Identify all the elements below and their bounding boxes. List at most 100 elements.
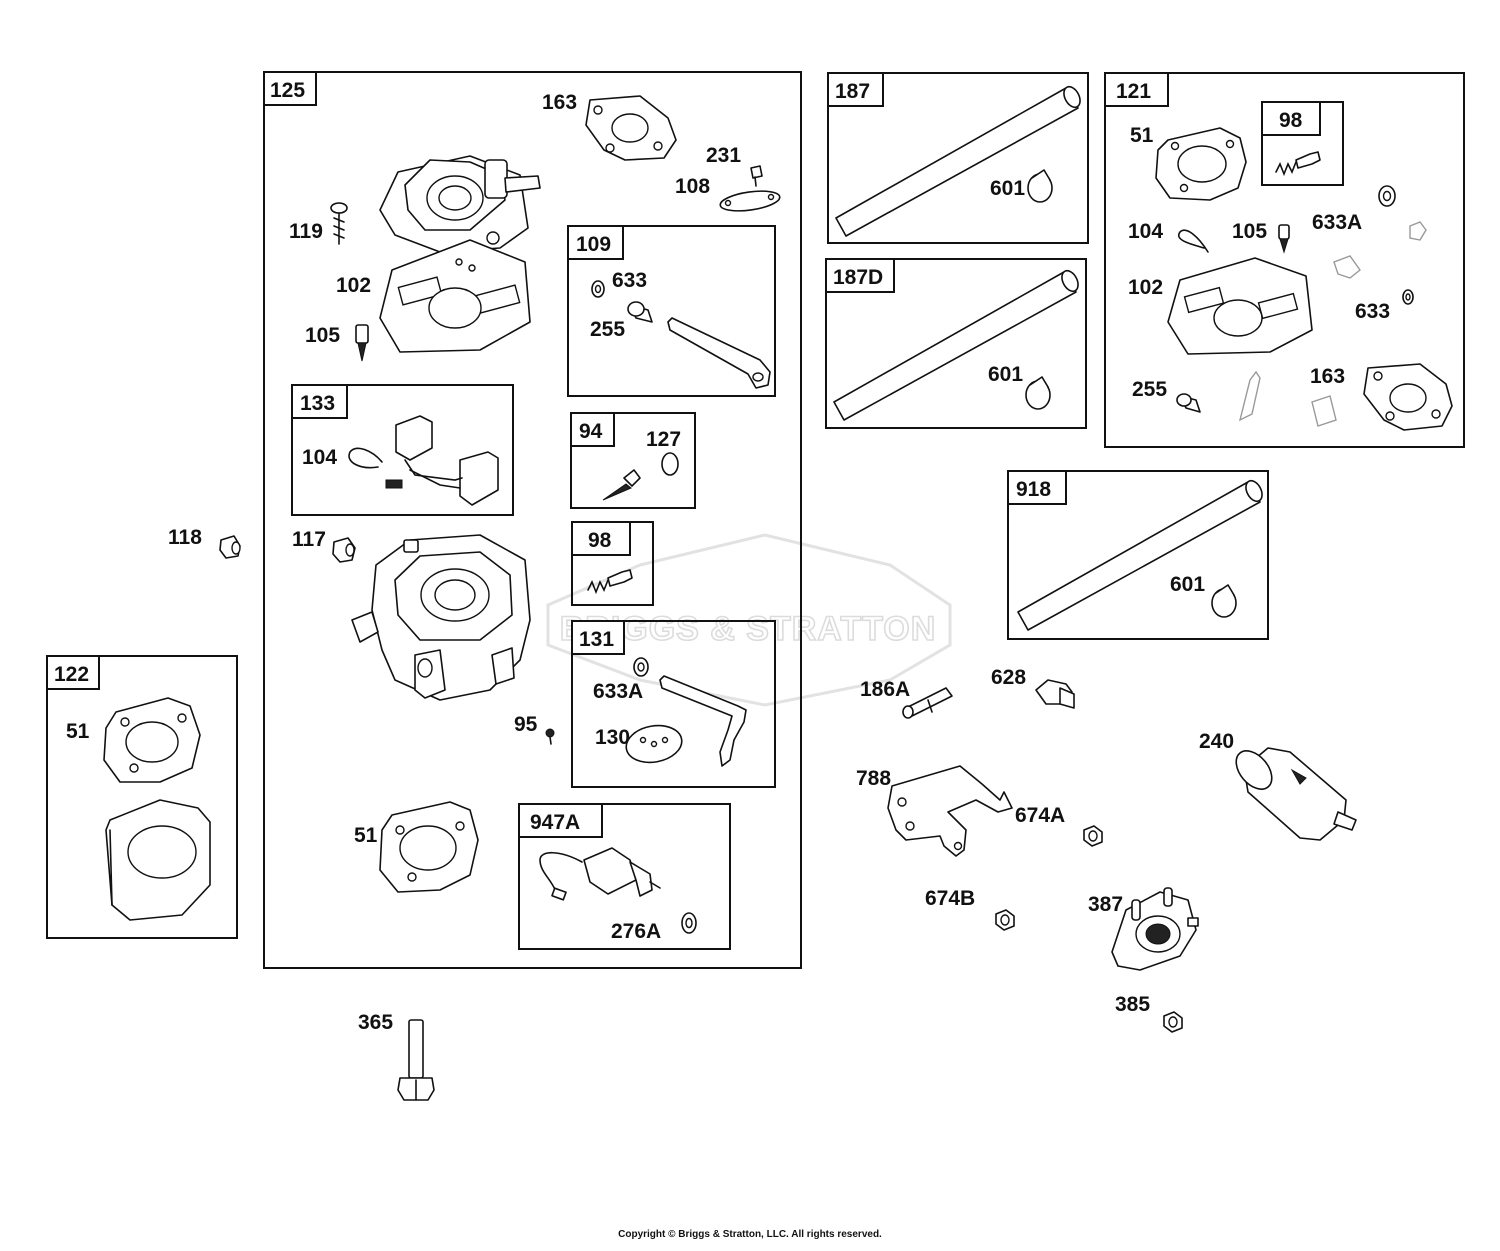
part-365-bolt[interactable] bbox=[397, 1019, 435, 1101]
part-51-gasket-kit121[interactable] bbox=[1155, 127, 1247, 201]
part-131-shaft[interactable] bbox=[659, 675, 747, 767]
kit-label-109: 109 bbox=[576, 233, 611, 256]
part-105-valve[interactable] bbox=[355, 324, 369, 362]
callout-788: 788 bbox=[856, 767, 891, 790]
kit-label-94: 94 bbox=[579, 420, 603, 443]
kit-label-98: 98 bbox=[588, 529, 612, 552]
part-788-bracket[interactable] bbox=[887, 765, 1013, 857]
part-104-clip-kit121[interactable] bbox=[1177, 229, 1209, 253]
part-108-plate[interactable] bbox=[719, 188, 781, 214]
part-133-float[interactable] bbox=[385, 415, 499, 506]
part-130-plate[interactable] bbox=[623, 721, 684, 766]
kit-918[interactable]: 918 bbox=[1007, 470, 1269, 640]
callout-601-187D: 601 bbox=[988, 363, 1023, 386]
part-ghost-parts-kit121 bbox=[1238, 221, 1427, 427]
kit-label-131: 131 bbox=[579, 628, 614, 651]
part-95-screw[interactable] bbox=[545, 728, 555, 745]
part-118-plug[interactable] bbox=[219, 535, 241, 559]
kit-122[interactable]: 122 bbox=[46, 655, 238, 939]
callout-387: 387 bbox=[1088, 893, 1123, 916]
kit-label-187: 187 bbox=[835, 80, 870, 103]
part-255-bushing-kit121[interactable] bbox=[1176, 393, 1201, 413]
part-carburetor-body[interactable] bbox=[351, 534, 531, 701]
part-187D-hose[interactable] bbox=[833, 268, 1081, 421]
part-98-spring-screw-nested[interactable] bbox=[1275, 151, 1321, 177]
kit-947A[interactable]: 947A bbox=[518, 803, 731, 950]
callout-51-kit122: 51 bbox=[66, 720, 90, 743]
part-94-needle[interactable] bbox=[602, 469, 641, 501]
kit-187[interactable]: 187 bbox=[827, 72, 1089, 244]
callout-633: 633 bbox=[612, 269, 647, 292]
part-674B-bolt[interactable] bbox=[995, 909, 1015, 931]
callout-674B: 674B bbox=[925, 887, 975, 910]
kit-label-947A: 947A bbox=[530, 811, 580, 834]
callout-51: 51 bbox=[354, 824, 378, 847]
part-102-gasket[interactable] bbox=[379, 239, 531, 353]
kit-131[interactable]: 131 bbox=[571, 620, 776, 788]
callout-633A-kit121: 633A bbox=[1312, 211, 1362, 234]
callout-127: 127 bbox=[646, 428, 681, 451]
callout-119: 119 bbox=[289, 220, 323, 243]
part-119-screw[interactable] bbox=[330, 202, 348, 245]
part-163-gasket-kit121[interactable] bbox=[1363, 363, 1453, 431]
part-51-gasket-kit122[interactable] bbox=[103, 697, 201, 783]
kit-125[interactable]: 125 bbox=[263, 71, 802, 969]
part-387-pump[interactable] bbox=[1111, 887, 1199, 971]
kit-label-133: 133 bbox=[300, 392, 335, 415]
part-carburetor-cover[interactable] bbox=[379, 155, 541, 253]
part-385-bolt[interactable] bbox=[1163, 1011, 1183, 1033]
part-601-clamp[interactable] bbox=[1027, 169, 1053, 203]
part-628-bolt[interactable] bbox=[1035, 679, 1075, 709]
part-601-clamp-187D[interactable] bbox=[1025, 376, 1051, 410]
kit-label-918: 918 bbox=[1016, 478, 1051, 501]
callout-255-kit121: 255 bbox=[1132, 378, 1167, 401]
part-947A-solenoid[interactable] bbox=[539, 847, 661, 901]
callout-276A: 276A bbox=[611, 920, 661, 943]
part-104-clip[interactable] bbox=[348, 447, 383, 469]
part-187-hose[interactable] bbox=[835, 84, 1083, 237]
part-240-filter[interactable] bbox=[1229, 744, 1357, 841]
callout-102: 102 bbox=[336, 274, 371, 297]
part-spacer-kit122[interactable] bbox=[105, 799, 211, 921]
callout-385: 385 bbox=[1115, 993, 1150, 1016]
part-51-gasket[interactable] bbox=[379, 801, 479, 893]
callout-633A: 633A bbox=[593, 680, 643, 703]
part-918-hose[interactable] bbox=[1017, 478, 1265, 631]
callout-628: 628 bbox=[991, 666, 1026, 689]
kit-187D[interactable]: 187D bbox=[825, 258, 1087, 429]
part-117-plug[interactable] bbox=[332, 537, 356, 563]
kit-109[interactable]: 109 bbox=[567, 225, 776, 397]
part-633-washer-kit121[interactable] bbox=[1402, 289, 1414, 305]
callout-104: 104 bbox=[302, 446, 337, 469]
kit-label-121: 121 bbox=[1116, 80, 1151, 103]
part-109-shaft[interactable] bbox=[667, 317, 771, 389]
part-255-bushing[interactable] bbox=[627, 301, 653, 323]
part-186A-fitting[interactable] bbox=[902, 687, 953, 719]
kit-133[interactable]: 133 bbox=[291, 384, 514, 516]
part-276A-washer[interactable] bbox=[681, 912, 697, 934]
kit-label-98-nested: 98 bbox=[1279, 109, 1303, 132]
part-127-oring[interactable] bbox=[661, 452, 679, 476]
callout-130: 130 bbox=[595, 726, 630, 749]
part-601-clamp-918[interactable] bbox=[1211, 584, 1237, 618]
part-163-gasket[interactable] bbox=[585, 95, 677, 161]
part-231-screw[interactable] bbox=[750, 165, 763, 187]
part-98-spring-screw[interactable] bbox=[587, 569, 633, 595]
kit-121[interactable]: 121 bbox=[1104, 72, 1465, 448]
callout-51-kit121: 51 bbox=[1130, 124, 1154, 147]
callout-231: 231 bbox=[706, 144, 741, 167]
callout-163: 163 bbox=[542, 91, 577, 114]
kit-label-187D: 187D bbox=[833, 266, 883, 289]
part-102-gasket-kit121[interactable] bbox=[1167, 257, 1313, 355]
kit-94[interactable]: 94 bbox=[570, 412, 696, 509]
part-633-washer[interactable] bbox=[591, 280, 605, 298]
kit-label-122: 122 bbox=[54, 663, 89, 686]
part-674A-bolt[interactable] bbox=[1083, 825, 1103, 847]
part-633A-washer[interactable] bbox=[633, 657, 649, 677]
kit-98-nested[interactable]: 98 bbox=[1261, 101, 1344, 186]
part-105-valve-kit121[interactable] bbox=[1278, 224, 1290, 254]
kit-98[interactable]: 98 bbox=[571, 521, 654, 606]
part-633A-washer-kit121[interactable] bbox=[1378, 185, 1396, 207]
copyright-notice: Copyright © Briggs & Stratton, LLC. All … bbox=[618, 1229, 882, 1240]
callout-102-kit121: 102 bbox=[1128, 276, 1163, 299]
